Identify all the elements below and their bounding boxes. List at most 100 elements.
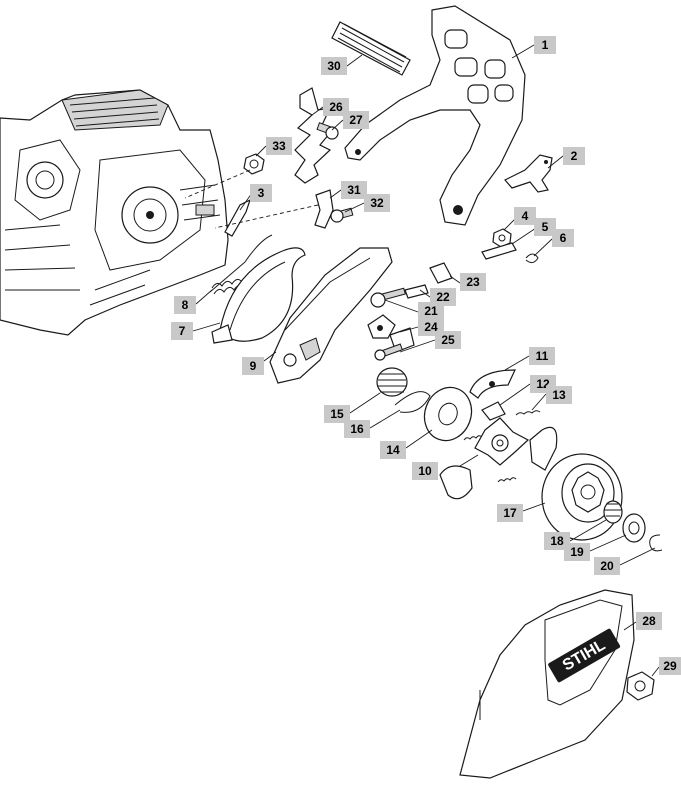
svg-text:33: 33 <box>272 139 286 153</box>
part-31-lever <box>314 189 334 229</box>
part-3-clip <box>224 198 252 237</box>
svg-text:6: 6 <box>560 231 567 245</box>
part-25-screw <box>374 343 403 361</box>
engine-housing <box>0 89 229 336</box>
callout-21: 21 <box>418 302 444 320</box>
part-33-nut <box>243 153 265 175</box>
svg-text:16: 16 <box>350 422 364 436</box>
part-30-decal <box>331 21 411 76</box>
callout-6: 6 <box>552 229 574 247</box>
part-11-clutch-shoe <box>469 369 516 399</box>
svg-text:8: 8 <box>182 298 189 312</box>
callout-11: 11 <box>529 347 555 365</box>
part-2-latch <box>504 154 553 193</box>
part-29-nut <box>626 671 655 701</box>
svg-text:3: 3 <box>258 186 265 200</box>
part-1-front-handle <box>344 5 526 226</box>
callout-23: 23 <box>460 273 486 291</box>
callout-31: 31 <box>341 181 367 199</box>
callout-33: 33 <box>266 137 292 155</box>
part-27-screw <box>316 122 339 140</box>
callout-7: 7 <box>171 322 193 340</box>
callout-13: 13 <box>546 386 572 404</box>
part-17-clutch-drum <box>541 453 623 541</box>
clutch-spring-lower <box>497 477 517 483</box>
part-23-block <box>429 262 453 284</box>
callout-18: 18 <box>544 532 570 550</box>
part-24-cam <box>367 314 415 353</box>
part-6-clip <box>525 253 539 264</box>
callout-2: 2 <box>563 147 585 165</box>
callout-17: 17 <box>497 504 523 522</box>
callout-24: 24 <box>418 318 444 336</box>
svg-text:32: 32 <box>370 196 384 210</box>
svg-text:20: 20 <box>600 559 614 573</box>
callout-22: 22 <box>430 288 456 306</box>
part-7-brake-band <box>211 247 306 344</box>
svg-text:25: 25 <box>441 333 455 347</box>
callout-25: 25 <box>435 331 461 349</box>
callout-14: 14 <box>380 441 406 459</box>
svg-text:26: 26 <box>329 100 343 114</box>
svg-text:4: 4 <box>522 209 529 223</box>
callout-9: 9 <box>242 357 264 375</box>
part-14-washer <box>423 386 473 442</box>
callout-30: 30 <box>321 57 347 75</box>
svg-text:28: 28 <box>642 614 656 628</box>
svg-text:5: 5 <box>542 220 549 234</box>
part-13-spring <box>515 410 541 416</box>
svg-text:10: 10 <box>418 464 432 478</box>
svg-text:18: 18 <box>550 534 564 548</box>
part-10-clutch-hub <box>474 417 530 466</box>
part-18-needle-cage <box>603 500 623 524</box>
callout-26: 26 <box>323 98 349 116</box>
clutch-shoe-right <box>529 426 558 471</box>
callout-28: 28 <box>636 612 662 630</box>
part-5-link <box>481 242 517 260</box>
part-19-washer <box>622 513 646 543</box>
part-28-chain-cover: STIHL <box>459 589 635 779</box>
callout-16: 16 <box>344 420 370 438</box>
svg-text:27: 27 <box>349 113 363 127</box>
callout-29: 29 <box>659 657 681 675</box>
callout-8: 8 <box>174 296 196 314</box>
callout-27: 27 <box>343 111 369 129</box>
callout-19: 19 <box>564 543 590 561</box>
svg-text:30: 30 <box>327 59 341 73</box>
svg-text:2: 2 <box>571 149 578 163</box>
svg-text:24: 24 <box>424 320 438 334</box>
callout-1: 1 <box>534 36 556 54</box>
part-16-spring-wire <box>394 391 431 413</box>
clutch-shoe-left <box>439 465 473 500</box>
svg-text:1: 1 <box>542 38 549 52</box>
svg-text:15: 15 <box>330 407 344 421</box>
callout-10: 10 <box>412 462 438 480</box>
svg-text:23: 23 <box>466 275 480 289</box>
part-20-e-clip <box>649 534 663 552</box>
svg-text:7: 7 <box>179 324 186 338</box>
leader-lines <box>192 44 660 677</box>
svg-text:14: 14 <box>386 443 400 457</box>
svg-text:11: 11 <box>536 349 549 363</box>
stihl-logo <box>548 628 621 683</box>
callout-3: 3 <box>250 184 272 202</box>
svg-text:13: 13 <box>552 388 566 402</box>
part-32-bolt <box>330 207 354 223</box>
part-9-sprocket-cover <box>269 247 393 384</box>
svg-text:9: 9 <box>250 359 257 373</box>
svg-text:19: 19 <box>570 545 584 559</box>
callout-15: 15 <box>324 405 350 423</box>
part-22-pin <box>404 284 429 299</box>
svg-text:21: 21 <box>424 304 438 318</box>
svg-text:22: 22 <box>436 290 450 304</box>
svg-text:29: 29 <box>663 659 677 673</box>
part-15-worm-gear <box>376 367 408 397</box>
svg-text:17: 17 <box>503 506 517 520</box>
callout-20: 20 <box>594 557 620 575</box>
part-21-bolt <box>370 287 406 308</box>
part-12-clutch-part <box>481 401 506 421</box>
svg-text:31: 31 <box>347 183 361 197</box>
callout-4: 4 <box>514 207 536 225</box>
